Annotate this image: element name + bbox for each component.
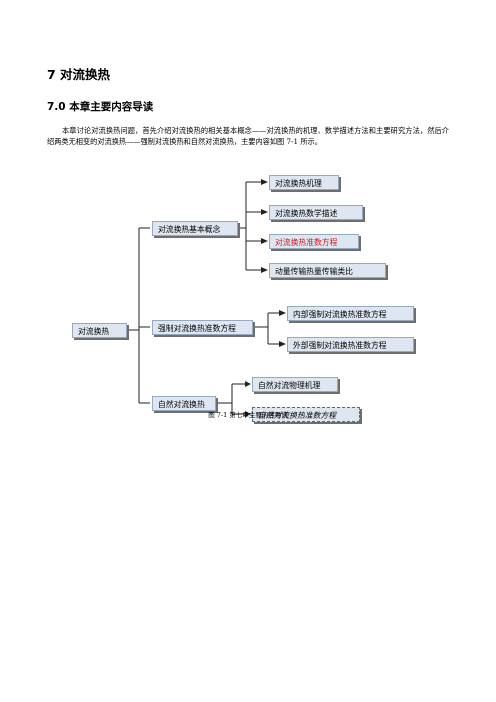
node-natural-criterion-label: 自然对流换热准数方程 — [258, 411, 336, 420]
chapter-title: 7 对流换热 — [47, 67, 111, 82]
node-forced-convection: 强制对流换热准数方程 — [152, 320, 253, 335]
arrowhead — [261, 267, 268, 273]
intro-paragraph: 本章讨论对流换热问题，首先介绍对流换热的相关基本概念——对流换热的机理、数学描述… — [47, 126, 449, 147]
node-natural-mechanism: 自然对流物理机理 — [252, 377, 338, 392]
node-criterion-equation: 对流换热准数方程 — [269, 234, 359, 249]
node-natural-convection: 自然对流换热 — [152, 396, 216, 411]
arrowhead — [279, 341, 286, 347]
node-basic-concepts: 对流换热基本概念 — [152, 221, 238, 236]
node-external-forced: 外部强制对流换热准数方程 — [287, 337, 414, 352]
arrowhead — [261, 209, 268, 215]
node-math-description: 对流换热数学描述 — [269, 205, 363, 220]
figure-caption: 图 7-1 第七章主要内容导读 — [208, 411, 288, 419]
node-momentum-heat-analogy: 动量传输热量传输类比 — [269, 263, 386, 278]
arrowhead — [279, 310, 286, 316]
node-natural-criterion: 自然对流换热准数方程 — [252, 407, 360, 422]
arrowhead — [245, 411, 251, 417]
node-root: 对流换热 — [72, 323, 127, 338]
arrowhead — [245, 381, 251, 387]
section-title: 7.0 本章主要内容导读 — [47, 101, 154, 113]
arrowhead — [261, 179, 268, 185]
node-mechanism: 对流换热机理 — [269, 175, 339, 190]
node-internal-forced: 内部强制对流换热准数方程 — [287, 306, 414, 321]
arrowhead — [261, 238, 268, 244]
